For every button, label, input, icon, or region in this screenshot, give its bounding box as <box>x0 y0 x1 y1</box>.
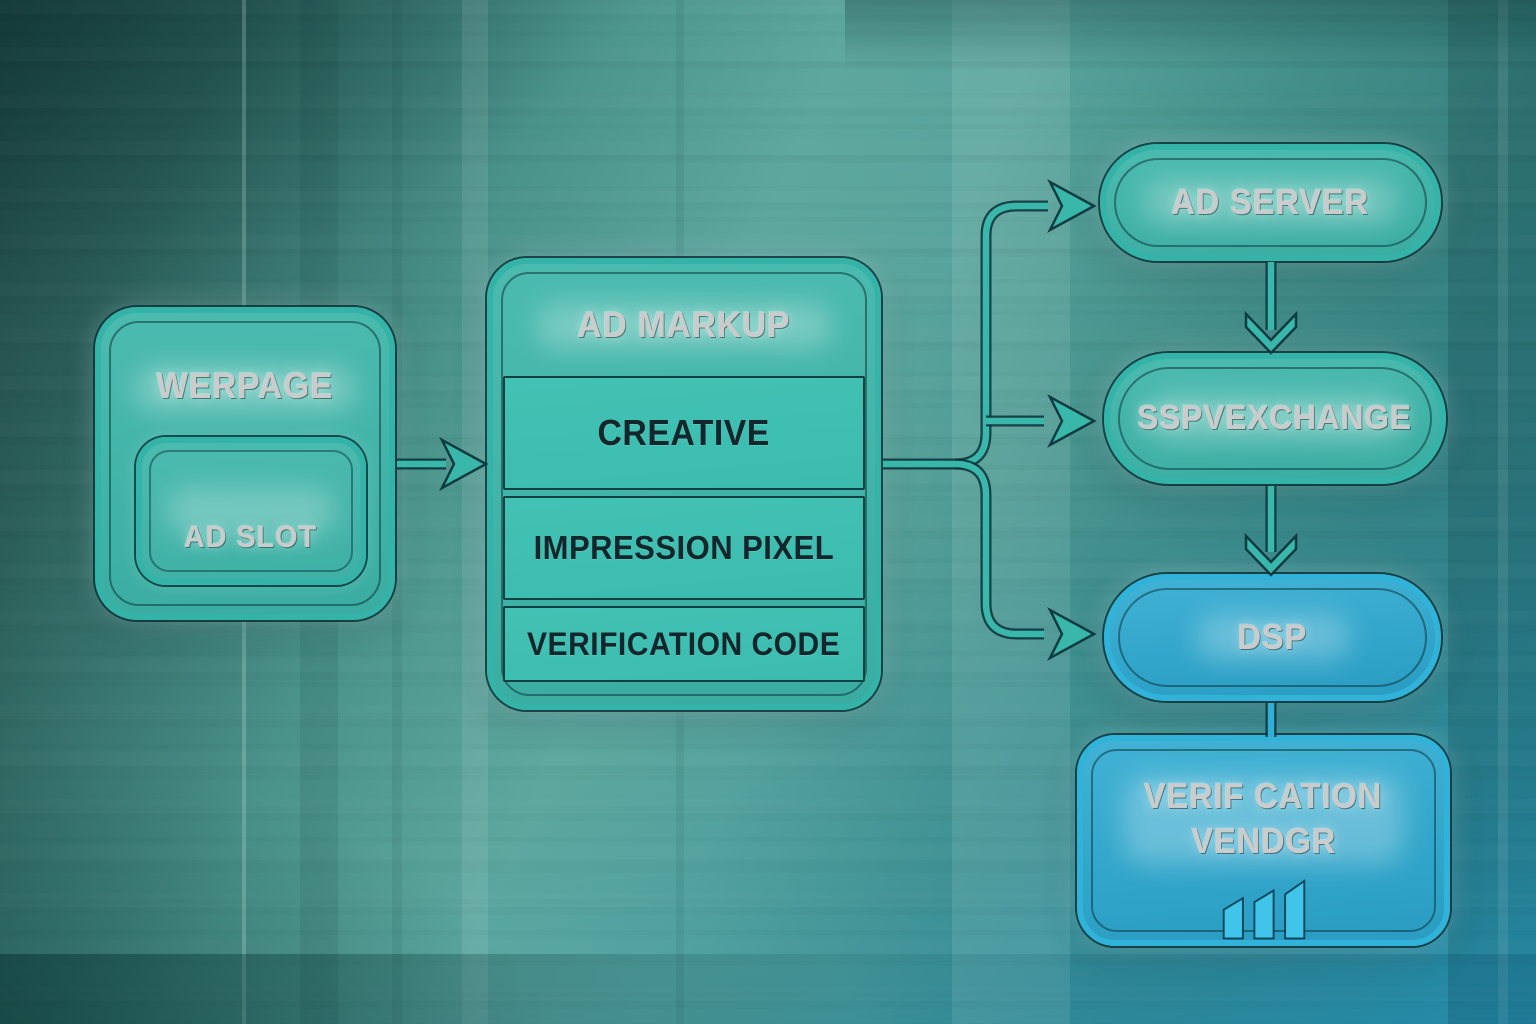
bar-chart-icon <box>1222 878 1305 940</box>
arrow-admarkup-to-ssp <box>986 393 1097 449</box>
creative-label: CREATIVE <box>597 412 771 453</box>
ad-markup-node: AD MARKUP CREATIVE IMPRESSION PIXEL VERI… <box>487 258 881 710</box>
dsp-label: DSP <box>1237 617 1308 657</box>
impression-pixel-label: IMPRESSION PIXEL <box>533 529 835 566</box>
arrow-admarkup-to-adserver <box>883 178 1097 470</box>
creative-row: CREATIVE <box>503 376 865 490</box>
ad-server-label: AD SERVER <box>1171 182 1370 222</box>
webpage-node: WERPAGE AD SLOT <box>95 307 395 620</box>
arrow-webpage-to-admarkup <box>397 436 489 492</box>
ad-server-node: AD SERVER <box>1100 144 1441 261</box>
verification-code-row: VERIFICATION CODE <box>503 606 865 682</box>
ssp-exchange-node: SSPVEXCHANGE <box>1104 353 1446 484</box>
ad-slot-label: AD SLOT <box>184 519 318 554</box>
ad-slot-node: AD SLOT <box>136 437 366 585</box>
ad-markup-label: AD MARKUP <box>577 304 791 345</box>
arrow-admarkup-to-dsp <box>954 458 1097 662</box>
verification-vendor-label-line1: VERIF CATION <box>1144 777 1383 816</box>
arrow-ssp-to-dsp <box>1244 486 1298 577</box>
verification-vendor-node: VERIF CATION VENDGR <box>1077 735 1450 946</box>
verification-vendor-label-line2: VENDGR <box>1191 821 1336 861</box>
verification-code-label: VERIFICATION CODE <box>527 625 841 662</box>
dsp-node: DSP <box>1104 574 1441 701</box>
arrow-adserver-to-ssp <box>1244 262 1298 355</box>
ssp-exchange-label: SSPVEXCHANGE <box>1137 399 1413 437</box>
impression-pixel-row: IMPRESSION PIXEL <box>503 496 865 600</box>
webpage-label: WERPAGE <box>156 365 334 406</box>
